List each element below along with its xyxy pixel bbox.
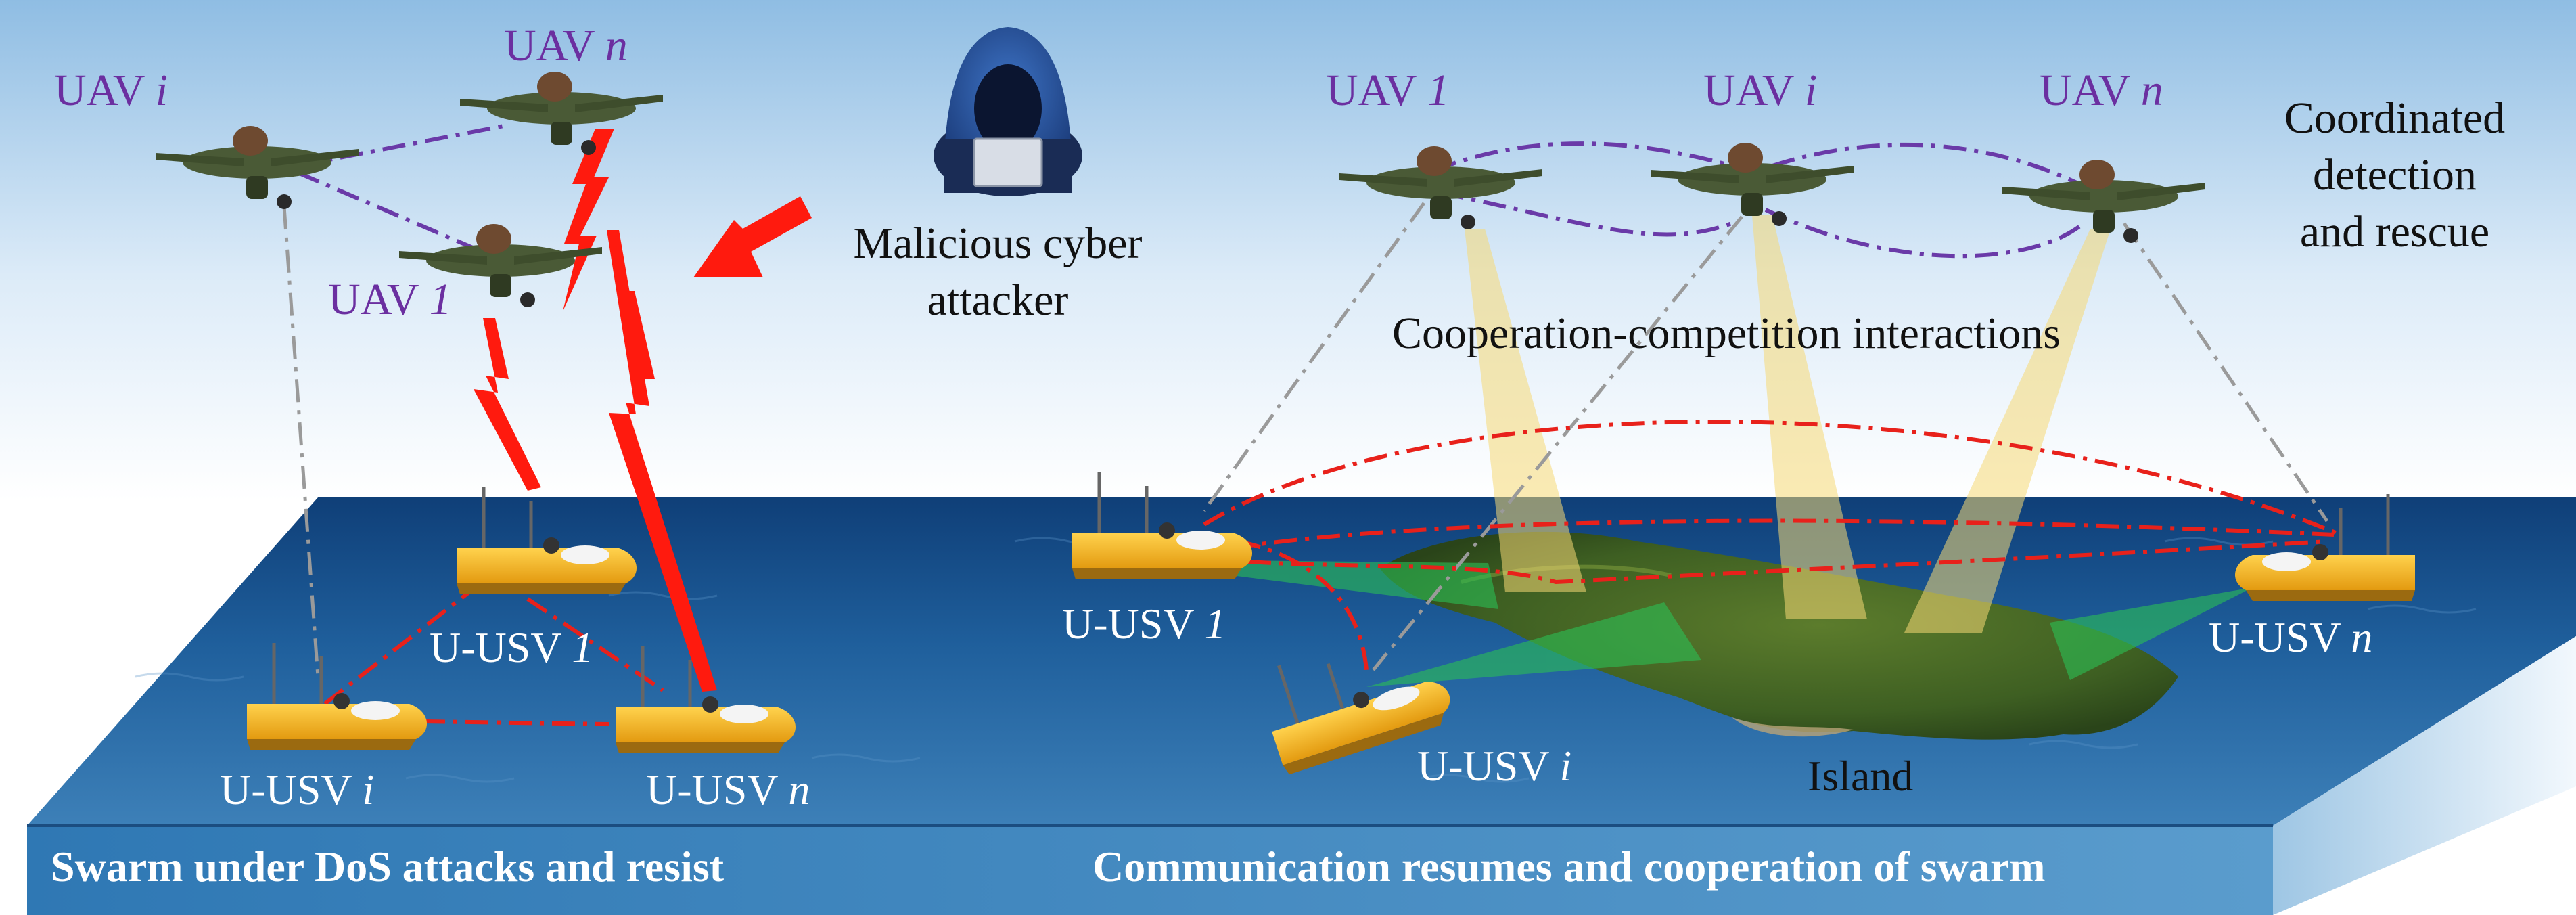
attacker-label-line-1: Malicious cyber xyxy=(853,219,1143,268)
usv-boat-icon xyxy=(1272,663,1450,775)
bolt-usv-n xyxy=(607,230,717,692)
right-usv-i-label: U-USV i xyxy=(1417,742,1572,790)
usv-boat-icon xyxy=(247,643,428,750)
usv-boat-icon xyxy=(2234,494,2415,601)
right-usv-links xyxy=(1203,420,2342,671)
uav-sensor-beams xyxy=(1465,215,2111,633)
right-uav-i-label: UAV i xyxy=(1703,66,1818,115)
attacker-label-line-2: attacker xyxy=(927,275,1069,325)
caption-band xyxy=(27,826,2273,915)
attack-arrow-icon xyxy=(693,196,812,277)
right-uav-1-label: UAV 1 xyxy=(1326,66,1450,115)
left-usv-i-label: U-USV i xyxy=(220,765,375,813)
left-uav-links xyxy=(296,123,508,256)
lightning-bolt-icon xyxy=(474,129,717,692)
left-usv-1-label: U-USV 1 xyxy=(430,623,594,671)
left-usv-links xyxy=(323,587,664,726)
uav-drone-icon xyxy=(156,126,359,209)
left-cross-links xyxy=(282,206,320,677)
right-caption: Communication resumes and cooperation of… xyxy=(1092,843,2046,891)
right-uav-links xyxy=(1433,141,2085,259)
uav-beam-1 xyxy=(1465,229,1586,592)
uav-drone-icon xyxy=(2002,160,2205,243)
mission-label-line-3: and rescue xyxy=(2299,207,2490,256)
bolt-uav-n xyxy=(563,129,614,311)
interaction-label: Cooperation-competition interactions xyxy=(1392,309,2061,358)
ocean-right-face xyxy=(2273,636,2576,915)
mission-label-line-2: detection xyxy=(2313,150,2477,200)
usv-boat-icon xyxy=(457,487,637,594)
attacker-label: Malicious cyber attacker xyxy=(822,215,1174,329)
hacker-icon xyxy=(934,27,1082,196)
right-cross-links xyxy=(1202,202,2329,671)
island-label: Island xyxy=(1808,752,1914,800)
right-usv-1-label: U-USV 1 xyxy=(1062,600,1226,648)
uav-drone-icon xyxy=(460,72,663,155)
usv-boat-icon xyxy=(616,646,796,753)
left-usv-n-label: U-USV n xyxy=(646,765,810,813)
bolt-uav-tail xyxy=(625,291,655,379)
bolt-uav-1-usv-1 xyxy=(474,318,541,491)
uav-beam-i xyxy=(1752,215,1867,619)
right-usv-n-label: U-USV n xyxy=(2209,613,2373,661)
mission-label-line-1: Coordinated xyxy=(2284,93,2506,143)
uav-drone-icon xyxy=(399,224,602,307)
usv-boat-icon xyxy=(1072,472,1253,579)
mission-label: Coordinated detection and rescue xyxy=(2232,90,2557,261)
uav-drone-icon xyxy=(1339,146,1542,229)
left-uav-n-label: UAV n xyxy=(504,21,628,70)
usv-cone-n xyxy=(2050,587,2253,680)
uav-beam-n xyxy=(1904,229,2111,633)
right-uav-n-label: UAV n xyxy=(2040,66,2163,115)
left-uav-1-label: UAV 1 xyxy=(328,275,452,324)
usv-cone-i xyxy=(1366,602,1701,687)
left-caption: Swarm under DoS attacks and resist xyxy=(51,843,724,891)
wave-texture xyxy=(135,537,2477,783)
sky-background xyxy=(0,0,2576,501)
uav-drone-icon xyxy=(1651,143,1854,226)
left-uav-i-label: UAV i xyxy=(54,66,168,115)
